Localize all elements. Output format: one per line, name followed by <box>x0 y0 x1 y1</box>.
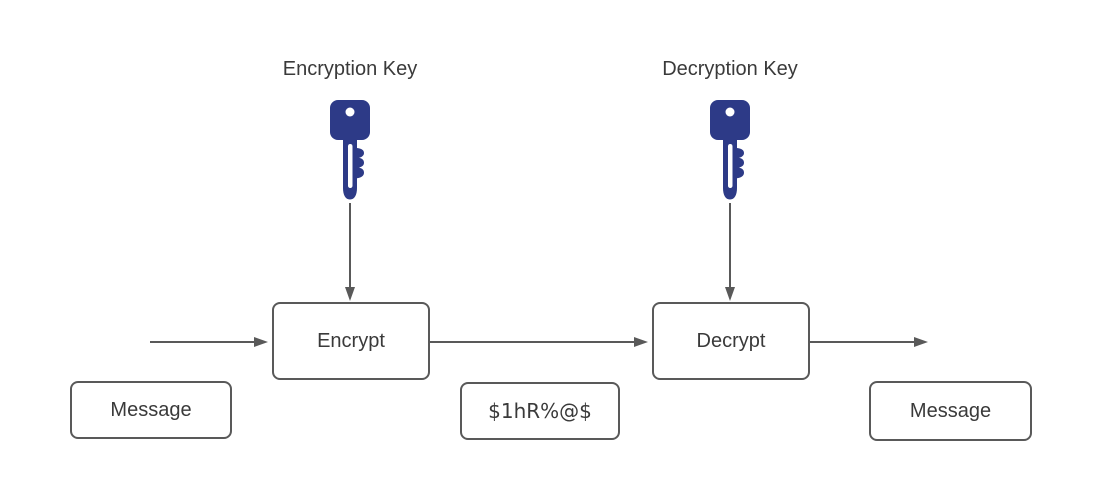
decryption-key-label: Decryption Key <box>662 58 798 80</box>
arrow-out-of-decrypt <box>810 337 928 347</box>
decrypt-node: Decrypt <box>652 302 810 380</box>
arrow-into-encrypt <box>150 337 268 347</box>
message-output-node: Message <box>869 381 1032 441</box>
message-input-node: Message <box>70 381 232 439</box>
encryption-key-label: Encryption Key <box>282 58 418 80</box>
arrow-decryption-key-to-decrypt <box>725 203 735 301</box>
ciphertext-node: $1hR%@$ <box>460 382 620 440</box>
key-icon <box>330 100 370 200</box>
arrow-encrypt-to-decrypt <box>430 337 648 347</box>
encrypt-node: Encrypt <box>272 302 430 380</box>
key-icon <box>710 100 750 200</box>
arrow-encryption-key-to-encrypt <box>345 203 355 301</box>
